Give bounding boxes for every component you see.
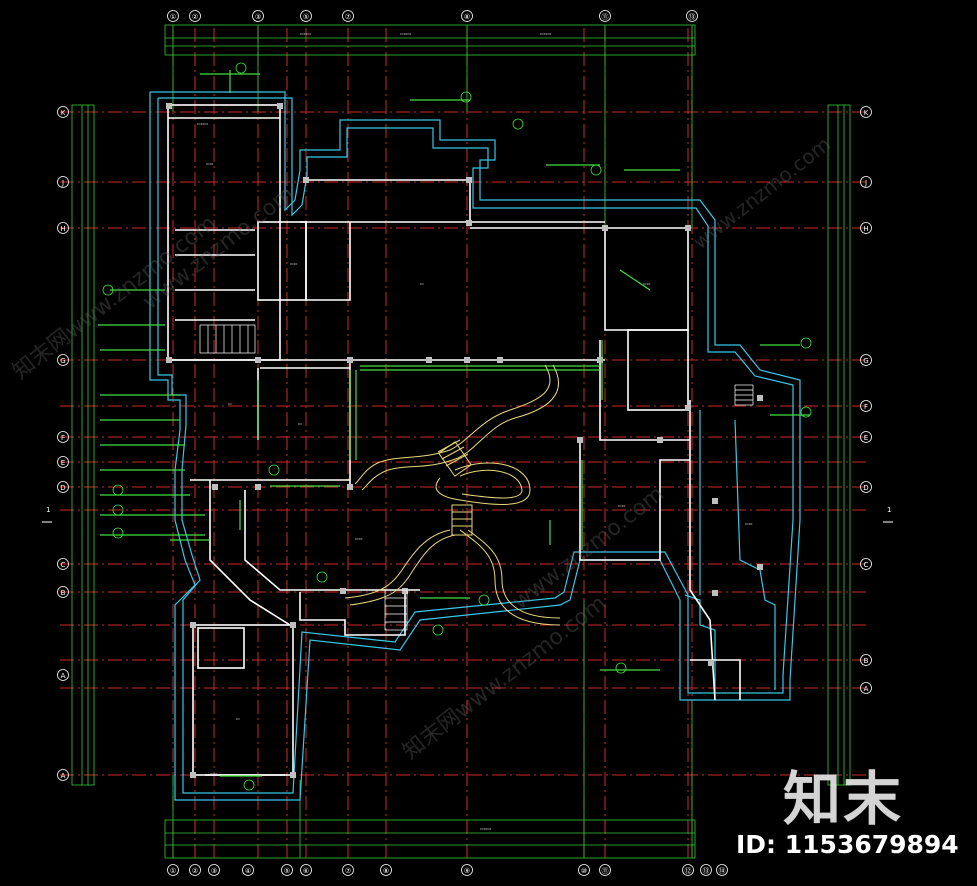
- grid-label-left: E: [61, 459, 65, 467]
- grid-labels-top: ① ② ③ ⑤ ⑦ ⑧ ⑪ ⑬: [170, 13, 696, 21]
- grid-label-top: ⑧: [464, 13, 470, 21]
- svg-text:▭▭: ▭▭: [618, 503, 626, 508]
- svg-text:▭▭▭: ▭▭▭: [400, 31, 412, 36]
- building-outline: [149, 91, 801, 801]
- grid-label-left: A: [61, 672, 66, 680]
- grid-label-right: K: [864, 109, 869, 117]
- svg-text:▭▭: ▭▭: [290, 261, 298, 266]
- reference-markers: [102, 62, 812, 791]
- svg-text:▭: ▭: [228, 401, 232, 406]
- grid-label-bottom: ⑦: [345, 867, 351, 875]
- grid-bubbles-right: [860, 106, 872, 694]
- grid-label-bottom: ⑤: [284, 867, 290, 875]
- grid-label-top: ⑤: [303, 13, 309, 21]
- grid-label-bottom: ①: [170, 867, 176, 875]
- grid-label-top: ⑦: [345, 13, 351, 21]
- columns: [166, 103, 763, 778]
- grid-label-bottom: ②: [192, 867, 198, 875]
- grid-bubbles-bottom: [167, 864, 728, 876]
- grid-label-right: C: [864, 561, 869, 569]
- garden-path: [344, 364, 561, 626]
- grid-label-right: J: [864, 179, 867, 187]
- grid-label-left: C: [61, 561, 66, 569]
- grid-label-left: F: [61, 434, 65, 442]
- grid-label-left: G: [60, 357, 65, 365]
- grid-label-left: J: [61, 179, 64, 187]
- walls: [167, 104, 741, 776]
- grid-label-bottom: ③: [211, 867, 217, 875]
- diagonal-watermark: 知末网www.znzmo.com: [398, 591, 611, 765]
- section-mark-left: 1: [46, 506, 50, 514]
- diagonal-watermarks: www.znzmo.com 知末网www.znzmo.com www.znzmo…: [8, 132, 835, 765]
- grid-bubbles-top: [167, 10, 698, 22]
- grid-label-right: F: [864, 403, 868, 411]
- grid-label-left: H: [60, 225, 65, 233]
- grid-label-top: ⑬: [689, 13, 696, 21]
- grid-labels-left: K J H G F E D C B A A: [60, 109, 65, 780]
- grid-bubbles-left: [57, 106, 69, 781]
- svg-text:▭▭▭: ▭▭▭: [540, 31, 552, 36]
- svg-text:▭: ▭: [236, 716, 240, 721]
- grid-label-bottom: ⑪: [602, 867, 609, 875]
- grid-label-right: D: [863, 484, 868, 492]
- grid-labels-right: K J H G F E D C B A: [863, 109, 868, 693]
- grid-label-bottom: ⑭: [719, 867, 726, 875]
- svg-text:▭▭: ▭▭: [210, 771, 218, 776]
- svg-text:▭: ▭: [420, 281, 424, 286]
- grid-label-bottom: ⑨: [464, 867, 470, 875]
- drawing-annotations: ▭▭▭ ▭▭ ▭▭ ▭ ▭▭ ▭ ▭ ▭▭ ▭▭ ▭▭ ▭ ▭▭ ▭▭▭ ▭▭▭…: [197, 31, 753, 831]
- grid-label-bottom: ⑥: [303, 867, 309, 875]
- diagonal-watermark: www.znzmo.com: [688, 132, 835, 254]
- svg-text:▭▭: ▭▭: [355, 536, 363, 541]
- grid-label-left: K: [61, 109, 66, 117]
- grid-label-top: ③: [255, 13, 261, 21]
- grid-label-left: A: [61, 772, 66, 780]
- svg-text:▭▭▭: ▭▭▭: [480, 826, 492, 831]
- grid-label-left: D: [60, 484, 65, 492]
- section-mark-right: 1: [887, 506, 891, 514]
- grid-label-bottom: ⑩: [581, 867, 587, 875]
- diagonal-watermark: 知末网www.znzmo.com: [8, 211, 221, 385]
- watermark-brand: 知末: [783, 765, 904, 833]
- grid-label-top: ①: [170, 13, 176, 21]
- svg-text:▭: ▭: [298, 421, 302, 426]
- grid-label-right: G: [863, 357, 868, 365]
- dimension-lines: [71, 24, 851, 859]
- svg-text:▭▭: ▭▭: [206, 161, 214, 166]
- axis-grid: [60, 28, 870, 860]
- windows-annotations: [98, 70, 810, 777]
- grid-label-bottom: ⑫: [685, 867, 692, 875]
- grid-label-right: B: [864, 657, 869, 665]
- grid-label-bottom: ④: [245, 867, 251, 875]
- grid-label-right: H: [863, 225, 868, 233]
- svg-text:▭▭▭: ▭▭▭: [300, 31, 312, 36]
- stairs: [199, 324, 754, 631]
- watermark-id: ID: 1153679894: [736, 830, 959, 859]
- grid-label-bottom: ⑬: [703, 867, 710, 875]
- grid-label-right: A: [864, 685, 869, 693]
- grid-label-top: ⑪: [602, 13, 609, 21]
- svg-text:▭▭▭: ▭▭▭: [197, 121, 209, 126]
- grid-label-left: B: [61, 589, 66, 597]
- diagonal-watermark: www.znzmo.com: [508, 481, 669, 614]
- svg-text:▭▭: ▭▭: [643, 281, 651, 286]
- grid-label-top: ②: [192, 13, 198, 21]
- grid-labels-bottom: ① ② ③ ④ ⑤ ⑥ ⑦ ⑧ ⑨ ⑩ ⑪ ⑫ ⑬ ⑭: [170, 867, 726, 875]
- grid-label-bottom: ⑧: [383, 867, 389, 875]
- grid-label-right: E: [864, 434, 868, 442]
- svg-text:▭▭: ▭▭: [745, 521, 753, 526]
